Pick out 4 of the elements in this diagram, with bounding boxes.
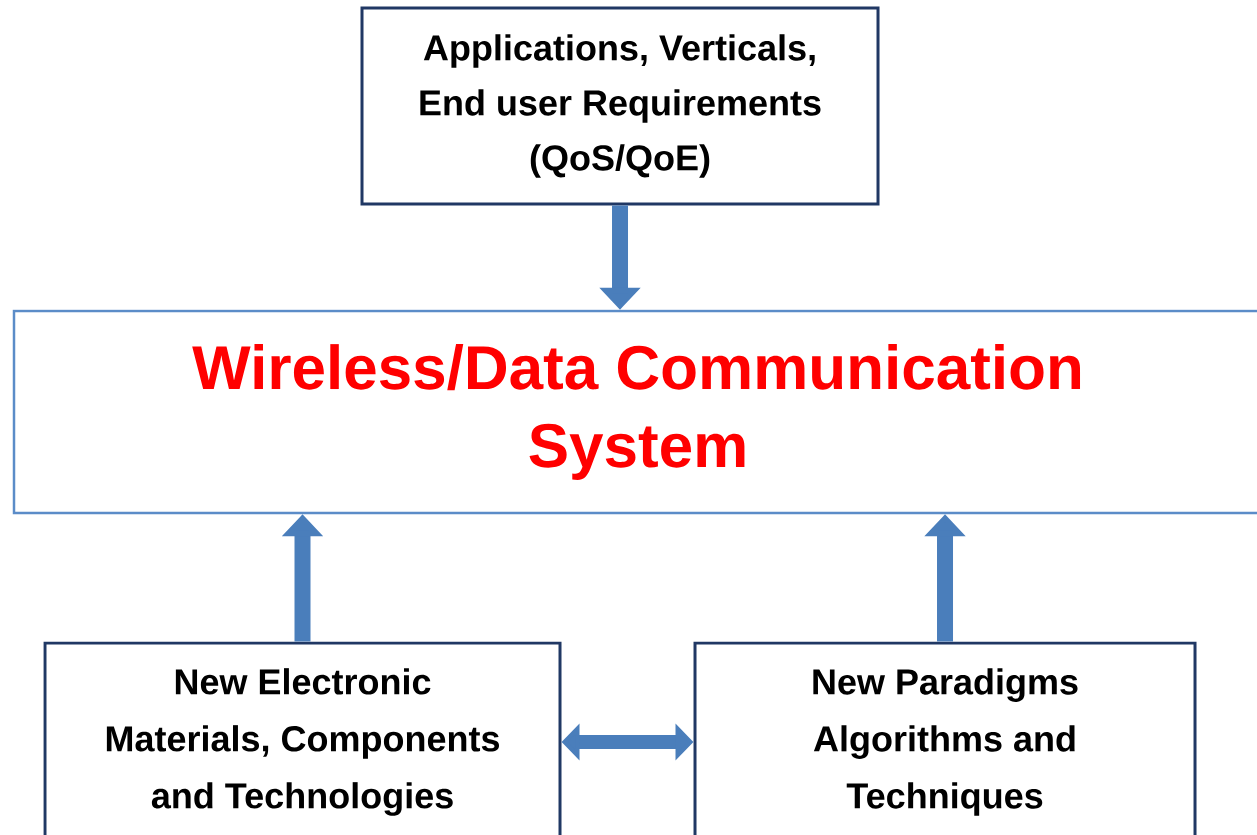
system-box: Wireless/Data Communication System	[12, 309, 1257, 515]
paradigm-box: New Paradigms Algorithms and Techniques	[693, 641, 1197, 835]
requirements-box: Applications, Verticals, End user Requirements (QoS/QoE)	[360, 6, 880, 206]
technology-box: New Electronic Materials, Components and Technologies	[43, 641, 562, 835]
